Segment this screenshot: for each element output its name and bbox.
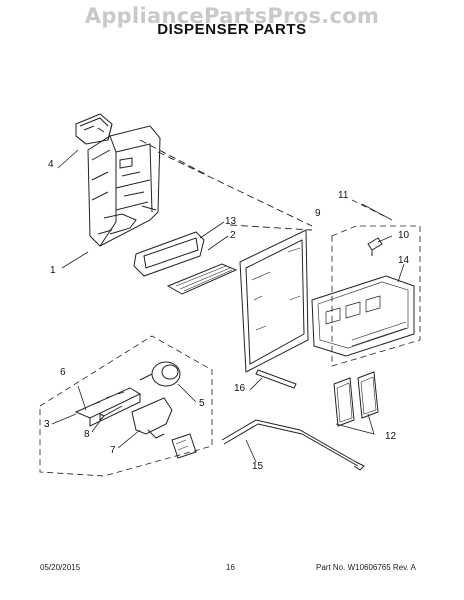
pad-part xyxy=(171,433,197,459)
lower-parts-box xyxy=(39,335,213,477)
callout-5: 5 xyxy=(199,398,205,409)
callout-14: 14 xyxy=(398,255,410,266)
callout-11: 11 xyxy=(338,190,349,201)
callout-7: 7 xyxy=(110,445,116,456)
callout-2: 2 xyxy=(230,230,236,241)
part-13-drip-tray xyxy=(133,231,205,277)
part-16-bar xyxy=(255,369,297,389)
part-14-control-board xyxy=(311,275,415,357)
callout-4: 4 xyxy=(48,159,54,170)
footer-date: 05/20/2015 xyxy=(40,563,81,572)
part-2-grille xyxy=(166,263,238,295)
footer-part-number: Part No. W10606765 Rev. A xyxy=(316,563,416,572)
part-10-clip xyxy=(367,237,383,256)
footer-page-number: 16 xyxy=(226,563,235,572)
part-12-light-covers xyxy=(333,371,379,427)
callout-1: 1 xyxy=(50,265,56,276)
leader-lines xyxy=(51,149,405,463)
callout-12: 12 xyxy=(385,431,397,442)
page-title: DISPENSER PARTS xyxy=(157,21,307,38)
callout-8: 8 xyxy=(84,429,90,440)
part-6-bracket xyxy=(74,387,142,427)
callout-16: 16 xyxy=(234,383,246,394)
part-4-cup xyxy=(75,113,113,145)
part-5-actuator xyxy=(139,361,181,387)
part-15-heater-wire xyxy=(221,419,365,471)
callout-15: 15 xyxy=(252,461,264,472)
part-9-panel-frame xyxy=(239,229,309,373)
callout-6: 6 xyxy=(60,367,66,378)
callout-13: 13 xyxy=(225,216,237,227)
callout-10: 10 xyxy=(398,230,410,241)
part-1-housing xyxy=(87,125,161,247)
callout-3: 3 xyxy=(44,419,50,430)
part-7-switch xyxy=(131,397,173,439)
part-11-bracket xyxy=(331,199,421,367)
callout-9: 9 xyxy=(315,208,321,219)
watermark: AppliancePartsPros.com xyxy=(84,4,380,28)
assembly-guide-lines xyxy=(139,139,313,231)
